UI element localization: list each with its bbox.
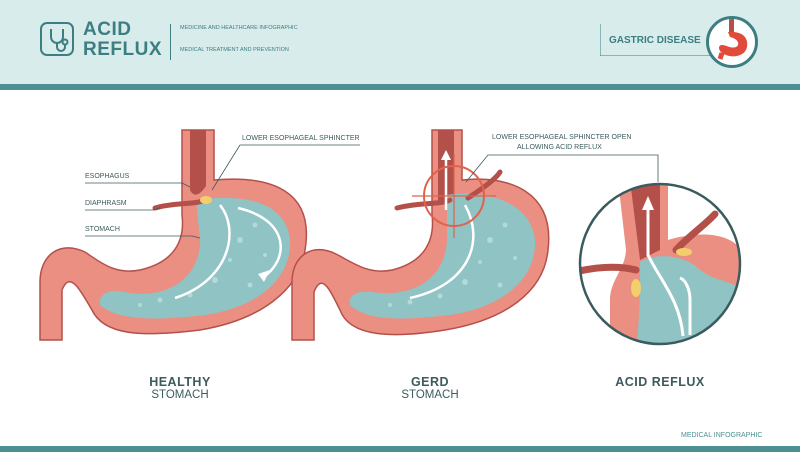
header-divider: [170, 24, 171, 60]
healthy-bubbles: [138, 222, 267, 307]
stomach-badge-icon: [706, 16, 758, 68]
healthy-esophagus: [190, 130, 206, 195]
label-les: LOWER ESOPHAGEAL SPHINCTER: [242, 135, 360, 142]
caption-gerd: GERD STOMACH: [380, 375, 480, 401]
label-esophagus: ESOPHAGUS: [85, 173, 130, 180]
caption-healthy-title: HEALTHY: [149, 375, 211, 389]
healthy-acid: [99, 197, 291, 319]
category-label: GASTRIC DISEASE: [609, 35, 701, 46]
caption-healthy-sub: STOMACH: [151, 389, 209, 401]
title-line-1: ACID: [83, 19, 132, 40]
gerd-highlight-crosshair: [412, 154, 496, 238]
label-les-open-line2: ALLOWING ACID REFLUX: [517, 144, 602, 151]
healthy-flow-arrow-2: [237, 206, 282, 280]
gerd-flow-arrow: [409, 204, 475, 300]
label-diaphragm: DIAPHRASM: [85, 200, 127, 207]
zoom-frame: [578, 182, 742, 346]
label-stomach: STOMACH: [85, 226, 120, 233]
caption-gerd-sub: STOMACH: [401, 389, 459, 401]
caption-acid-reflux: ACID REFLUX: [595, 375, 725, 389]
title-line-2: REFLUX: [83, 39, 162, 60]
caption-acid-reflux-title: ACID REFLUX: [615, 375, 705, 389]
footer-label: MEDICAL INFOGRAPHIC: [681, 432, 763, 439]
caption-healthy: HEALTHY STOMACH: [130, 375, 230, 401]
header-divider-band: [0, 84, 800, 90]
logo-badge: [40, 22, 74, 56]
label-les-open-line1: LOWER ESOPHAGEAL SPHINCTER OPEN: [492, 134, 632, 141]
gerd-bubbles: [388, 222, 517, 307]
healthy-stomach: [39, 129, 308, 341]
subtitle-1: MEDICINE AND HEALTHCARE INFOGRAPHIC: [180, 25, 298, 31]
stethoscope-icon: [50, 29, 69, 52]
label-leader-lines: [85, 144, 659, 239]
healthy-arrow-head: [258, 270, 270, 282]
gerd-acid: [349, 193, 536, 319]
subtitle-2: MEDICAL TREATMENT AND PREVENTION: [180, 47, 289, 53]
gerd-stomach: [291, 129, 550, 341]
infographic-title: ACID REFLUX: [83, 20, 162, 60]
healthy-les-fat: [200, 196, 212, 204]
caption-gerd-title: GERD: [410, 375, 450, 389]
acid-reflux-zoom: [578, 182, 742, 346]
header-banner: [0, 0, 800, 88]
gerd-reflux-arrow-head: [441, 150, 451, 160]
healthy-flow-arrow-1: [174, 204, 231, 300]
footer-band: [0, 446, 800, 452]
